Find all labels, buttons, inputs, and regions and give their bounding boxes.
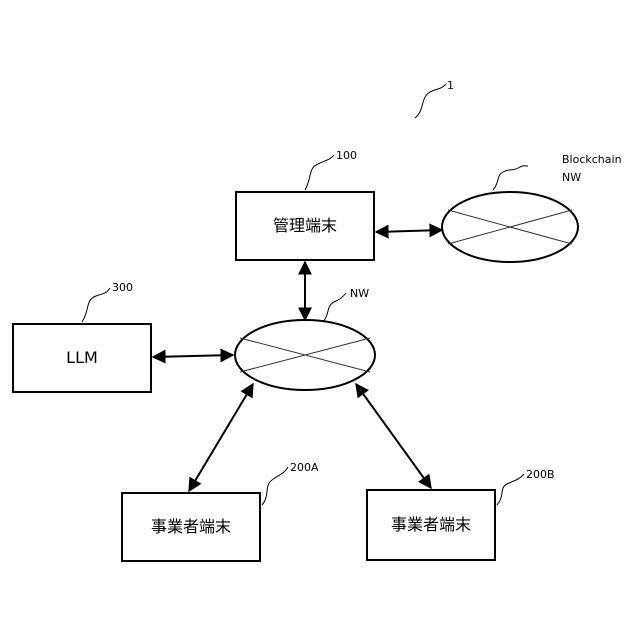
system-ref-label: 1 [447, 79, 454, 92]
connection-network-operator-b [356, 384, 431, 488]
connection-network-operator-a [189, 384, 253, 491]
network-ref-leader [323, 293, 346, 322]
management-terminal-label: 管理端末 [273, 216, 337, 235]
llm-ref-label: 300 [112, 281, 133, 294]
operator-terminal-a-ref-leader [262, 467, 288, 505]
blockchain-network-node [442, 192, 578, 262]
llm-ref-leader [82, 288, 110, 322]
connection-llm-network [153, 355, 233, 357]
operator-terminal-a-ref-label: 200A [290, 461, 319, 474]
operator-terminal-b-ref-label: 200B [526, 468, 555, 481]
blockchain-label-line1: Blockchain [562, 153, 622, 166]
network-label: NW [350, 287, 369, 300]
management-terminal-node: 管理端末 [236, 192, 374, 260]
blockchain-ref-leader [493, 166, 528, 190]
operator-terminal-b-node: 事業者端末 [367, 490, 495, 560]
management-terminal-ref-leader [305, 155, 334, 190]
operator-terminal-a-label: 事業者端末 [151, 517, 231, 536]
system-ref-leader [415, 84, 446, 118]
operator-terminal-a-node: 事業者端末 [122, 493, 260, 561]
blockchain-label-line2: NW [562, 171, 581, 184]
llm-node: LLM [13, 324, 151, 392]
llm-label: LLM [66, 348, 98, 367]
management-terminal-ref-label: 100 [336, 149, 357, 162]
operator-terminal-b-ref-leader [497, 474, 524, 505]
connection-management-blockchain [376, 230, 442, 232]
operator-terminal-b-label: 事業者端末 [391, 515, 471, 534]
network-node [235, 320, 375, 390]
